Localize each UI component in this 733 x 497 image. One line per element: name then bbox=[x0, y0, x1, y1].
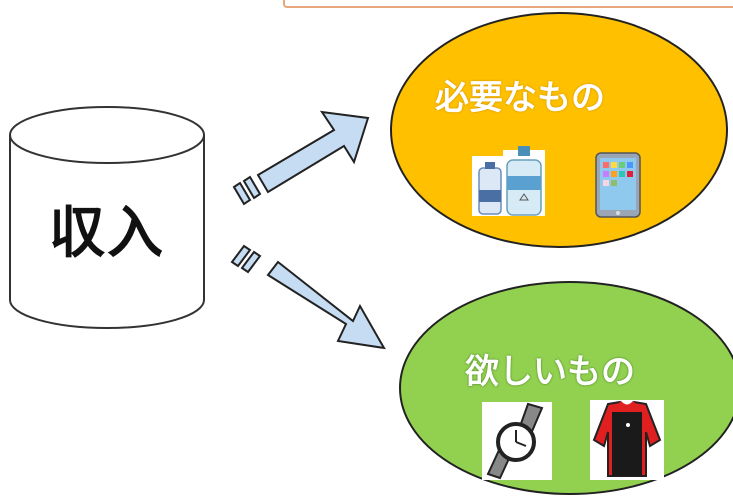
arrow-to-needs bbox=[232, 110, 370, 206]
wristwatch-icon bbox=[482, 402, 552, 480]
tablet-icon bbox=[595, 152, 641, 218]
needs-ellipse bbox=[390, 12, 728, 248]
income-label: 収入 bbox=[49, 201, 165, 266]
income-cylinder bbox=[9, 106, 205, 329]
water-bottles-icon bbox=[472, 146, 545, 216]
needs-label: 必要なもの bbox=[435, 78, 605, 118]
arrow-to-wants bbox=[230, 244, 386, 350]
wants-label: 欲しいもの bbox=[465, 352, 635, 392]
top-frame-edge bbox=[283, 0, 733, 8]
shirt-icon bbox=[590, 400, 664, 480]
